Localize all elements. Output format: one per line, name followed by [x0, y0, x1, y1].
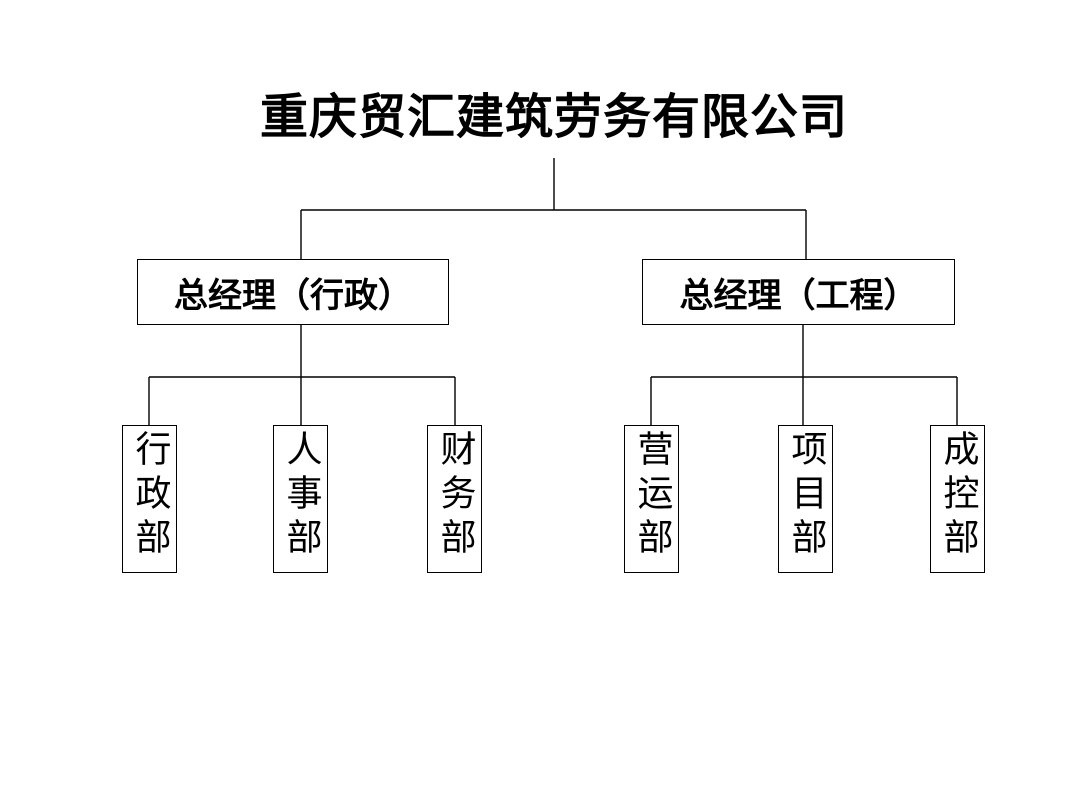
dept-label-finance: 财务部 — [434, 430, 476, 562]
dept-box-hr: 人事部 — [273, 425, 328, 573]
dept-label-cost-control: 成控部 — [937, 430, 979, 562]
manager-label-engineering: 总经理（工程） — [679, 275, 918, 316]
manager-label-admin: 总经理（行政） — [174, 275, 412, 316]
dept-box-operations: 营运部 — [624, 425, 679, 573]
manager-box-engineering: 总经理（工程） — [642, 259, 955, 325]
dept-label-operations: 营运部 — [631, 430, 673, 562]
dept-label-admin: 行政部 — [129, 430, 171, 562]
dept-box-projects: 项目部 — [778, 425, 833, 573]
dept-box-admin: 行政部 — [122, 425, 177, 573]
dept-label-projects: 项目部 — [785, 430, 827, 562]
dept-box-finance: 财务部 — [427, 425, 482, 573]
company-title: 重庆贸汇建筑劳务有限公司 — [259, 89, 848, 145]
dept-label-hr: 人事部 — [280, 430, 322, 562]
dept-box-cost-control: 成控部 — [930, 425, 985, 573]
manager-box-admin: 总经理（行政） — [137, 259, 449, 325]
